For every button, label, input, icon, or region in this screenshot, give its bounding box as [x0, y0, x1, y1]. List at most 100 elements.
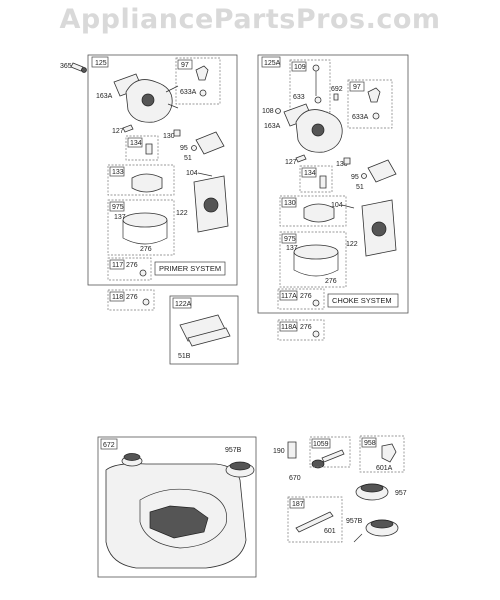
- label-108: 108: [262, 108, 274, 115]
- carb-primer-frame: [87, 54, 238, 286]
- carb-primer-tag-label: 125: [95, 60, 107, 67]
- box-134-label: 134: [130, 140, 142, 147]
- screw-127: [122, 124, 134, 133]
- gasket-122-hole: [203, 197, 219, 213]
- pin-104-right: [341, 204, 355, 209]
- carb-choke-tag-label: 125A: [264, 60, 281, 67]
- box-118A[interactable]: [277, 319, 325, 341]
- carb-choke-tag[interactable]: [261, 56, 281, 68]
- box-117A[interactable]: [277, 288, 325, 310]
- choke-276: [312, 299, 320, 307]
- gasket-51B: [187, 327, 231, 347]
- carb-choke-frame: [257, 54, 409, 314]
- box-118[interactable]: [107, 289, 155, 311]
- screw-365-head: [81, 67, 87, 73]
- screw-95-right: [361, 173, 367, 179]
- choke-shaft-top: [312, 64, 320, 72]
- box-133-label: 133: [112, 169, 124, 176]
- float-needle-right: [367, 87, 381, 103]
- label-130-right: 130: [336, 161, 348, 168]
- carburetor-primer-group: 125 365 97 633A 163A 127 130 134 95 51: [60, 54, 238, 286]
- box-1059-tag: [311, 438, 331, 449]
- label-130: 130: [163, 133, 175, 140]
- box-133[interactable]: [107, 164, 175, 196]
- primer-system-label: PRIMER SYSTEM: [159, 264, 221, 273]
- carb-primer-tag[interactable]: [91, 56, 109, 68]
- box-133-tag: [109, 166, 125, 177]
- label-601: 601: [324, 528, 336, 535]
- float-needle-part: [195, 65, 209, 81]
- box-118-tag: [109, 291, 125, 302]
- label-633: 633: [293, 94, 305, 101]
- box-958[interactable]: [359, 435, 405, 473]
- box-134-right-tag: [301, 167, 317, 178]
- box-97-label: 97: [181, 62, 189, 69]
- screw-365[interactable]: [70, 62, 84, 72]
- fuel-tank-tag-label: 672: [103, 442, 115, 449]
- box-117[interactable]: [107, 257, 152, 281]
- part-692: [333, 93, 339, 101]
- label-104: 104: [186, 170, 198, 177]
- label-51B: 51B: [178, 353, 191, 360]
- choke-system-label: CHOKE SYSTEM: [332, 296, 392, 305]
- box-130-right[interactable]: [279, 195, 347, 227]
- primer-system-box: [154, 261, 226, 276]
- label-122-right: 122: [346, 241, 358, 248]
- box-134[interactable]: [125, 135, 159, 161]
- float-right: [303, 203, 335, 223]
- box-117A-label: 117A: [281, 293, 297, 300]
- box-130-right-label: 130: [284, 200, 296, 207]
- box-134-tag: [127, 137, 143, 148]
- label-163A: 163A: [96, 93, 113, 100]
- callout-365: 365: [60, 63, 72, 70]
- label-127-right: 127: [285, 159, 297, 166]
- seat-633A: [199, 89, 207, 97]
- box-122A-label: 122A: [175, 301, 192, 308]
- box-118-label: 118: [112, 294, 123, 301]
- box-109-label: 109: [294, 64, 306, 71]
- label-122: 122: [176, 210, 188, 217]
- box-118A-276: 276: [300, 324, 312, 331]
- cap-957B-tank-top: [229, 461, 251, 471]
- box-187[interactable]: [287, 496, 343, 543]
- tank-filler-cap: [123, 453, 141, 461]
- box-130-right-tag: [281, 197, 297, 208]
- box-122A[interactable]: [169, 295, 239, 365]
- box-97[interactable]: [175, 57, 221, 105]
- gasket-51-right[interactable]: [367, 159, 397, 183]
- box-122A-tag: [172, 297, 192, 309]
- box-117A-tag: [279, 290, 298, 301]
- part-118A: [312, 330, 320, 338]
- carb-linkage-left: [165, 85, 179, 109]
- label-276-a: 276: [140, 246, 152, 253]
- bowl-975: [122, 212, 168, 228]
- tank-recess-shadow: [149, 505, 209, 539]
- carb-throat-left: [141, 93, 155, 107]
- box-117-tag: [109, 259, 125, 270]
- choke-system-box: [327, 293, 399, 308]
- label-137: 137: [114, 214, 126, 221]
- valve-958: [381, 443, 397, 463]
- label-51: 51: [184, 155, 192, 162]
- label-276-right-b: 276: [300, 293, 312, 300]
- box-97-tag: [177, 59, 193, 70]
- primer-276: [139, 269, 147, 277]
- box-975-tag: [109, 201, 125, 212]
- bowl-nut-130: [173, 129, 181, 137]
- box-134-right[interactable]: [299, 165, 333, 193]
- box-958-label: 958: [364, 440, 376, 447]
- bowl-975-right: [293, 244, 339, 260]
- box-975-right[interactable]: [279, 231, 347, 288]
- label-95-right: 95: [351, 174, 359, 181]
- tank-recess: [139, 488, 227, 549]
- grommet-670: [311, 459, 325, 469]
- fuel-tank-frame[interactable]: [97, 436, 257, 578]
- box-97-right[interactable]: [347, 79, 393, 129]
- gasket-51[interactable]: [195, 131, 225, 155]
- part-1059: [321, 449, 345, 463]
- label-276-right-a: 276: [325, 278, 337, 285]
- label-190: 190: [273, 448, 285, 455]
- box-975[interactable]: [107, 199, 175, 256]
- cap-957B-tether: [353, 533, 363, 543]
- seal-633: [314, 96, 322, 104]
